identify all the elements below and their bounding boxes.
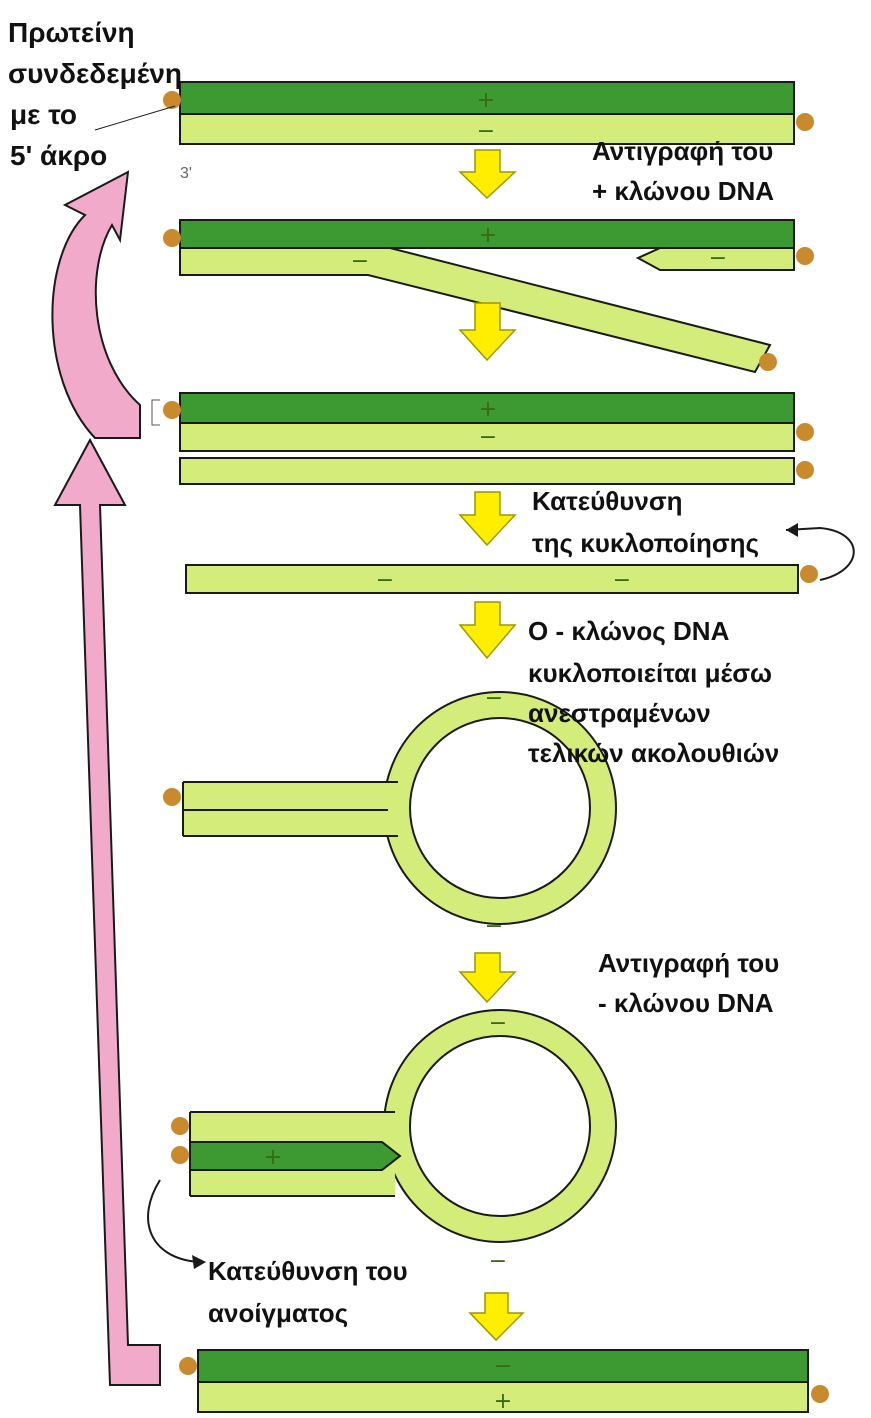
yellow-down-arrow <box>460 953 515 1002</box>
protein-label-line2: συνδεδεμένη <box>8 58 182 89</box>
circularization-label-line4: τελικών ακολουθιών <box>528 738 779 768</box>
plus-sign: + <box>264 1145 282 1170</box>
protein-dot <box>163 401 181 419</box>
step2-label-line1: Αντιγραφή του <box>598 948 779 978</box>
protein-dot <box>796 113 814 131</box>
minus-sign: − <box>376 568 394 593</box>
step1-label-line2: + κλώνου DNA <box>592 176 774 206</box>
protein-label-line1: Πρωτείνη <box>8 17 135 48</box>
protein-dot <box>800 565 818 583</box>
yellow-down-arrow <box>470 1293 523 1340</box>
dna-duplex-initial: + − <box>95 82 814 144</box>
protein-dot <box>796 461 814 479</box>
step1-label-line1: Αντιγραφή του <box>592 136 773 166</box>
yellow-down-arrow <box>460 303 515 360</box>
step2-label-line2: - κλώνου DNA <box>598 988 774 1018</box>
minus-sign: − <box>494 1354 512 1379</box>
minus-sign: − <box>477 119 495 144</box>
protein-dot <box>811 1385 829 1403</box>
minus-sign: − <box>485 914 503 939</box>
protein-label-line3: με το <box>10 99 77 130</box>
minus-sign: − <box>489 1249 507 1274</box>
protein-dot <box>179 1357 197 1375</box>
circularization-label-line2: κυκλοποιείται μέσω <box>528 658 772 688</box>
plus-sign: + <box>479 397 497 422</box>
three-prime-label: 3' <box>180 165 192 182</box>
protein-dot <box>171 1146 189 1164</box>
minus-sign: − <box>479 425 497 450</box>
protein-dot <box>163 91 181 109</box>
protein-label-line4: 5' άκρο <box>10 140 107 171</box>
dna-duplex-replicated: + − <box>152 393 814 484</box>
protein-dot <box>163 788 181 806</box>
opening-direction-line1: Κατεύθυνση του <box>208 1256 408 1286</box>
plus-sign: + <box>477 88 495 113</box>
pink-up-arrow <box>55 440 160 1385</box>
pink-curved-arrow <box>52 172 140 438</box>
plus-sign: + <box>494 1389 512 1414</box>
minus-sign: − <box>485 686 503 711</box>
plus-sign: + <box>479 223 497 248</box>
dna-duplex-final: − + <box>179 1350 829 1414</box>
yellow-down-arrow <box>460 150 515 198</box>
protein-dot <box>163 229 181 247</box>
circularization-label-line3: ανεστραμένων <box>528 698 711 728</box>
yellow-down-arrow <box>460 492 515 545</box>
protein-dot <box>796 247 814 265</box>
yellow-down-arrow <box>460 602 515 658</box>
cyclization-direction-line1: Κατεύθυνση <box>532 486 683 516</box>
protein-dot <box>796 423 814 441</box>
minus-sign: − <box>709 246 727 271</box>
protein-dot <box>171 1117 189 1135</box>
panhandle-replication: + − − <box>148 1010 616 1274</box>
opening-direction-line2: ανοίγματος <box>208 1298 348 1328</box>
circularization-label-line1: Ο - κλώνος DNA <box>528 616 730 646</box>
protein-dot <box>759 353 777 371</box>
cyclization-direction-line2: της κυκλοποίησης <box>532 528 759 558</box>
minus-sign: − <box>489 1011 507 1036</box>
minus-sign: − <box>351 249 369 274</box>
minus-sign: − <box>613 568 631 593</box>
